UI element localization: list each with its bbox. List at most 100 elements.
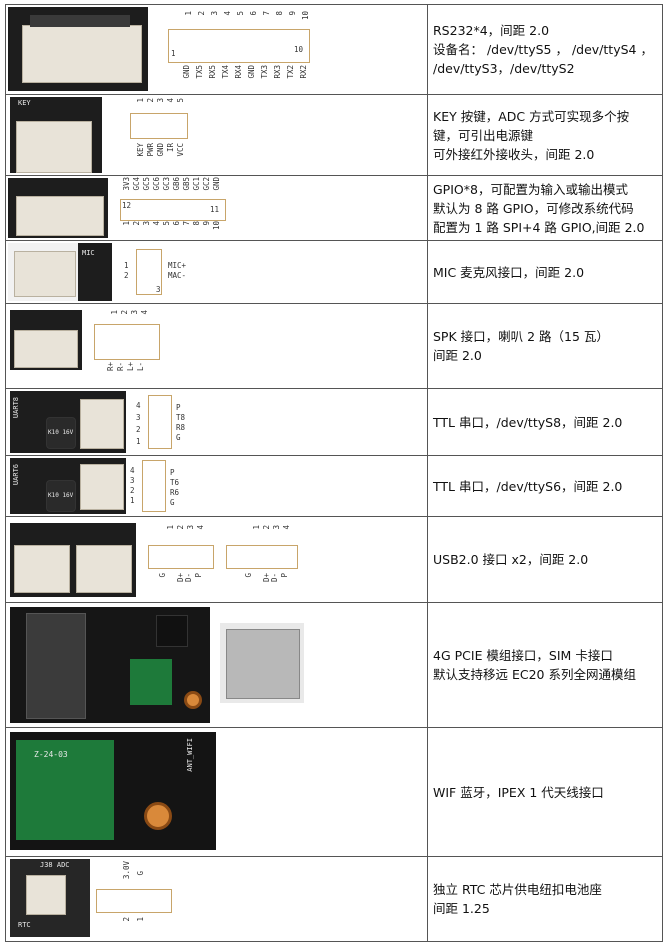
figure-wifi: Z-24-03 ANT_WIFI [6,728,427,856]
pin-number: 12 [122,201,132,210]
description-line: 默认支持移远 EC20 系列全网通模组 [433,667,636,682]
capacitor-label: K10 16V [48,492,74,499]
pin-number: 1 [171,49,176,58]
description-line: 键，可引出电源键 [433,127,534,143]
connector-photo: UART6 K10 16V [10,458,126,514]
silkscreen-text: UART8 [12,397,20,419]
silkscreen-text: UART6 [12,464,20,486]
pin-number: 3 [186,525,195,530]
module-label: Z-24-03 [34,750,68,759]
signal-label: PWR [146,143,155,157]
table-row-rtc: J38 ADC RTC 3.0V G 2 1 独立 RTC 芯片供电纽扣电池座 … [5,856,663,942]
description-line: USB2.0 接口 x2，间距 2.0 [433,552,589,567]
pin-number: 4 [166,98,175,103]
signal-label: GND [247,65,256,79]
pin-number: 1 [184,11,193,16]
signal-label: G [176,433,181,442]
signal-label: R6 [170,488,180,497]
signal-label: D- [184,573,193,583]
connector-photo [10,523,136,597]
pin-number: 2 [122,917,131,922]
connector-table: 1 2 3 4 5 6 7 8 9 10 1 10 GND TX5 RX5 TX… [5,4,663,942]
description-cell: USB2.0 接口 x2，间距 2.0 [427,516,663,603]
description-line: MIC 麦克风接口，间距 2.0 [433,264,585,280]
table-row-spk: 1 2 3 4 R+ R- L+ L- SPK 接口，喇叭 2 路（15 瓦） … [5,303,663,389]
image-cell: KEY 1 2 3 4 5 KEY PWR GND IR VCC [5,94,428,176]
image-cell: MIC 1 2 3 MIC+ MAC- [5,240,428,304]
signal-label: GND [156,143,165,157]
connector-photo: KEY [10,97,102,173]
pin-number: 2 [124,271,129,280]
signal-label: R+ [106,362,115,372]
table-row-key: KEY 1 2 3 4 5 KEY PWR GND IR VCC [5,94,663,176]
pin-number: 1 [110,310,119,315]
signal-label: GB6 [172,177,181,191]
signal-label: 3.0V [122,861,131,880]
module-4g [130,659,172,705]
image-cell: UART6 K10 16V 4 3 2 1 P T6 R6 G [5,455,428,517]
pin-number: 5 [236,11,245,16]
antenna-connector [144,802,172,830]
description-line: 间距 1.25 [433,901,490,916]
silkscreen-text: J38 ADC [40,861,70,869]
signal-label: R- [116,362,125,372]
pin-number: 8 [275,11,284,16]
pin-number: 9 [288,11,297,16]
image-cell: 3V3 GC4 GC5 GC6 GC3 GB6 GB5 GC1 GC2 GND … [5,175,428,241]
pin-number: 10 [301,11,310,21]
description-cell: RS232*4，间距 2.0 设备名： /dev/ttyS5 ， /dev/tt… [427,4,663,95]
pin-number: 3 [130,476,135,485]
signal-label: L- [136,362,145,372]
figure-key: KEY 1 2 3 4 5 KEY PWR GND IR VCC [6,95,427,175]
pin-number: 3 [136,413,141,422]
pin-number: 9 [202,221,211,226]
figure-rtc: J38 ADC RTC 3.0V G 2 1 [6,857,427,941]
signal-label: GB5 [182,177,191,191]
table-row-rs232: 1 2 3 4 5 6 7 8 9 10 1 10 GND TX5 RX5 TX… [5,4,663,95]
image-cell: 1 2 3 4 G D+ D- P 1 2 3 4 G D+ [5,516,428,603]
description-line: 默认为 8 路 GPIO，可修改系统代码 [433,200,634,216]
schematic-rtc: 3.0V G 2 1 [92,859,182,939]
image-cell: 1 2 3 4 R+ R- L+ L- [5,303,428,389]
silkscreen-text: RTC [18,921,31,929]
signal-label: P [194,573,203,578]
wifi-module [16,740,114,840]
silkscreen-text: KEY [18,99,31,107]
pin-number: 6 [249,11,258,16]
signal-label: RX2 [299,65,308,79]
description-cell: TTL 串口，/dev/ttyS8，间距 2.0 [427,388,663,456]
pin-number: 3 [156,285,161,294]
description-line: 可外接红外接收头，间距 2.0 [433,146,595,162]
pin-number: 3 [130,310,139,315]
signal-label: RX4 [234,65,243,79]
pin-number: 1 [136,98,145,103]
pin-number: 1 [130,496,135,505]
image-cell: Z-24-03 ANT_WIFI [5,727,428,857]
description-cell: KEY 按键，ADC 方式可实现多个按 键，可引出电源键 可外接红外接收头，间距… [427,94,663,176]
sim-slot-photo [220,623,304,703]
table-row-4g: 4G PCIE 模组接口，SIM 卡接口 默认支持移远 EC20 系列全网通模组 [5,602,663,728]
pin-number: 3 [142,221,151,226]
description-line: 间距 2.0 [433,348,482,363]
pin-number: 5 [162,221,171,226]
pin-number: 2 [130,486,135,495]
description-line: 配置为 1 路 SPI+4 路 GPIO,间距 2.0 [433,219,645,235]
figure-uart6: UART6 K10 16V 4 3 2 1 P T6 R6 G [6,456,427,516]
antenna-connector [184,691,202,709]
table-row-gpio: 3V3 GC4 GC5 GC6 GC3 GB6 GB5 GC1 GC2 GND … [5,175,663,241]
pin-number: 4 [130,466,135,475]
schematic-gpio: 3V3 GC4 GC5 GC6 GC3 GB6 GB5 GC1 GC2 GND … [114,177,234,239]
signal-label: L+ [126,362,135,372]
image-cell: UART8 K10 16V 4 3 2 1 P T8 R8 G [5,388,428,456]
signal-label: MAC- [168,271,187,280]
pin-number: 4 [140,310,149,315]
schematic-uart8: 4 3 2 1 P T8 R8 G [132,393,202,451]
silkscreen-text: ANT_WIFI [186,738,194,772]
pin-number: 1 [122,221,131,226]
signal-label: R8 [176,423,186,432]
schematic-usb-2: 1 2 3 4 G D+ D- P [224,521,304,599]
pin-number: 10 [212,221,221,231]
pin-number: 1 [124,261,129,270]
schematic-uart6: 4 3 2 1 P T6 R6 G [128,458,198,514]
pin-number: 4 [282,525,291,530]
